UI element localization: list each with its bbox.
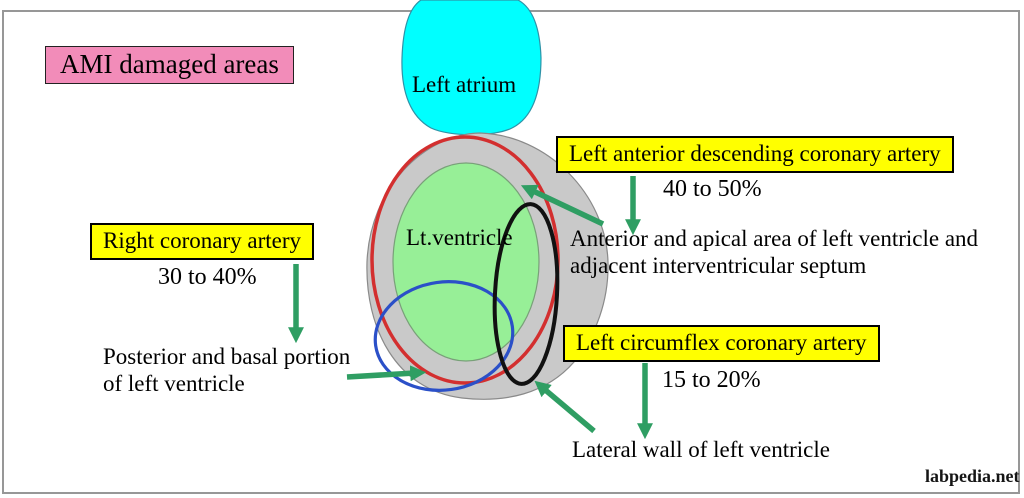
- diagram-title: AMI damaged areas: [45, 46, 294, 84]
- lcx-artery-label-box: Left circumflex coronary artery: [563, 325, 880, 362]
- watermark-labpedia: labpedia.net: [925, 466, 1020, 486]
- lad-region-text: Anterior and apical area of left ventric…: [570, 225, 978, 279]
- lcx-percent: 15 to 20%: [662, 367, 761, 393]
- anterior-region-arrow: [520, 184, 605, 227]
- lad-region-line2: adjacent interventricular septum: [570, 253, 867, 278]
- lt-ventricle-label: Lt.ventricle: [406, 225, 513, 250]
- posterior-region-arrow: [346, 365, 427, 382]
- lad-artery-label-box: Left anterior descending coronary artery: [556, 136, 954, 173]
- left-ventricle-shape: [392, 162, 540, 362]
- rca-region-line2: of left ventricle: [103, 371, 245, 396]
- rca-artery-label-box: Right coronary artery: [90, 223, 314, 260]
- rca-region-text: Posterior and basal portion of left vent…: [103, 343, 350, 397]
- left-atrium-shape: [401, 0, 542, 136]
- lad-percent: 40 to 50%: [663, 176, 762, 202]
- lateral-wall-region-ring: [492, 202, 560, 386]
- left-atrium-label: Left atrium: [412, 72, 517, 97]
- rca-percent: 30 to 40%: [158, 264, 257, 290]
- lcx-region-line1: Lateral wall of left ventricle: [572, 437, 830, 462]
- posterior-basal-region-ring: [373, 280, 515, 392]
- rca-region-line1: Posterior and basal portion: [103, 344, 351, 369]
- lateral-region-arrow: [534, 380, 596, 434]
- lcx-region-text: Lateral wall of left ventricle: [572, 436, 830, 463]
- lad-region-line1: Anterior and apical area of left ventric…: [570, 226, 979, 251]
